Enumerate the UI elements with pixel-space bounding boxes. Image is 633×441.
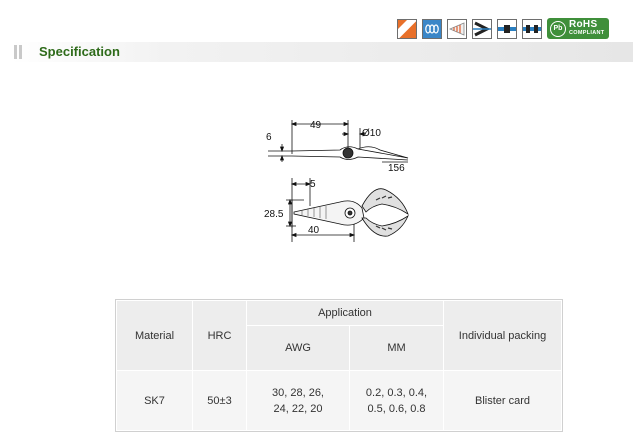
cell-material: SK7 (117, 371, 192, 430)
rohs-compliant-badge: Pb RoHS COMPLIANT (547, 18, 609, 39)
rohs-sub-label: COMPLIANT (569, 29, 605, 36)
section-title: Specification (39, 44, 120, 59)
rohs-label: RoHS (569, 18, 598, 30)
cell-awg-line-2: 24, 22, 20 (273, 402, 323, 415)
specification-table: Material HRC Application Individual pack… (115, 299, 563, 432)
dimension-drawing-svg: 49 6 Ø10 156 5 28.5 40 (264, 120, 409, 242)
section-header: Specification (10, 42, 633, 62)
dim-5: 5 (310, 179, 316, 190)
cell-awg: 30, 28, 26, 24, 22, 20 (247, 371, 349, 430)
header-mm: MM (350, 326, 443, 370)
dimension-drawing: 49 6 Ø10 156 5 28.5 40 (262, 114, 412, 244)
table-row: SK7 50±3 30, 28, 26, 24, 22, 20 0.2, 0.3… (117, 371, 561, 430)
header-hrc: HRC (193, 301, 246, 370)
dim-6: 6 (266, 132, 272, 143)
header-individual-packing: Individual packing (444, 301, 561, 370)
insulated-wire-icon (497, 18, 517, 39)
header-material: Material (117, 301, 192, 370)
cell-individual-packing: Blister card (444, 371, 561, 430)
hardened-edge-icon (397, 18, 417, 39)
crimp-icon (472, 18, 492, 39)
header-awg: AWG (247, 326, 349, 370)
cable-cut-icon (522, 18, 542, 39)
cell-mm-line-1: 0.2, 0.3, 0.4, (365, 386, 428, 399)
dim-28-5: 28.5 (264, 209, 284, 220)
cell-mm-line-2: 0.5, 0.6, 0.8 (367, 402, 426, 415)
coil-spring-icon (422, 18, 442, 39)
dim-49: 49 (310, 120, 322, 131)
cell-hrc: 50±3 (193, 371, 246, 430)
dim-156: 156 (388, 163, 405, 174)
header-application: Application (247, 301, 443, 325)
cell-awg-line-1: 30, 28, 26, (272, 386, 324, 399)
cell-mm: 0.2, 0.3, 0.4, 0.5, 0.6, 0.8 (350, 371, 443, 430)
lead-free-icon: Pb (550, 20, 566, 37)
section-marker-icon (14, 45, 24, 59)
feature-icon-bar: Pb RoHS COMPLIANT (397, 18, 609, 39)
dim-40: 40 (308, 225, 320, 236)
wire-strip-icon (447, 18, 467, 39)
dim-10: Ø10 (362, 128, 381, 139)
